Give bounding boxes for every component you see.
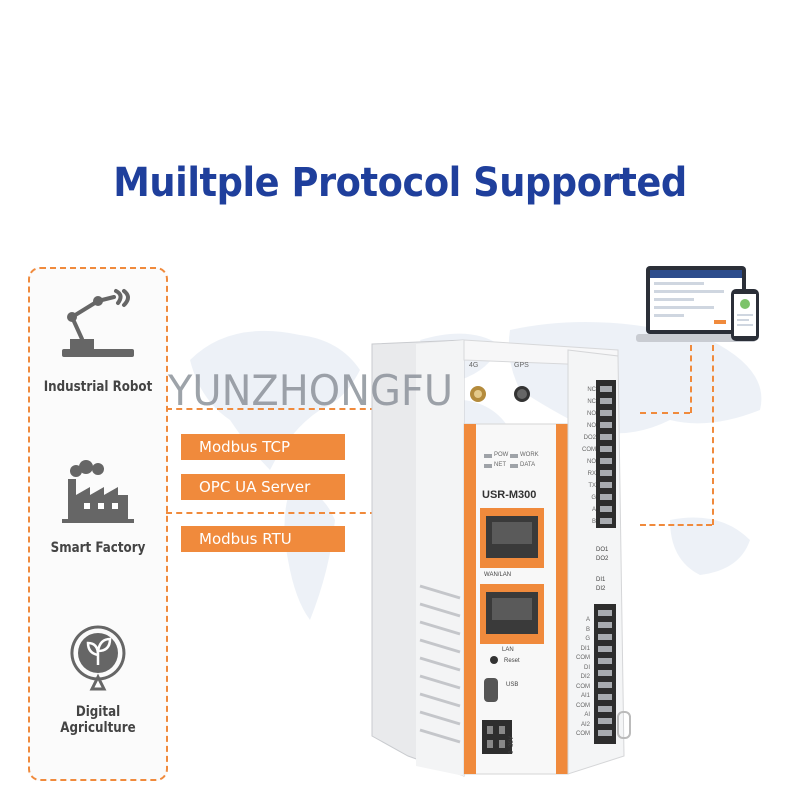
connector-line bbox=[640, 524, 712, 526]
page-title: Muiltple Protocol Supported bbox=[113, 160, 687, 206]
usb-port-label: USB bbox=[506, 682, 519, 688]
led-work-label: WORK bbox=[520, 452, 539, 458]
connector-line bbox=[640, 412, 690, 414]
led-net-label: NET bbox=[494, 462, 506, 468]
laptop-icon bbox=[636, 266, 756, 342]
antenna-4g-label: 4G bbox=[469, 362, 479, 369]
plant-location-icon bbox=[70, 625, 126, 691]
antenna-gps-label: GPS bbox=[514, 362, 529, 369]
smartphone-icon bbox=[731, 289, 759, 341]
connector-line bbox=[166, 512, 376, 514]
power-input-label: 9~36V bbox=[508, 736, 515, 754]
device-model-label: USR-M300 bbox=[482, 489, 537, 501]
watermark-text: YUNZHONGFU bbox=[168, 366, 454, 415]
connector-line bbox=[690, 345, 692, 413]
robot-arm-icon bbox=[62, 289, 134, 357]
connector-line bbox=[166, 408, 376, 410]
application-label-industrial-robot: Industrial Robot bbox=[43, 379, 153, 395]
wan-lan-port-label: WAN/LAN bbox=[484, 572, 512, 578]
application-label-smart-factory: Smart Factory bbox=[50, 540, 146, 556]
protocol-tag-modbus-rtu: Modbus RTU bbox=[181, 526, 345, 552]
led-pow-label: POW bbox=[494, 452, 509, 458]
protocol-tag-opc-ua: OPC UA Server bbox=[181, 474, 345, 500]
reset-button-label: Reset bbox=[504, 658, 520, 664]
factory-icon bbox=[62, 460, 134, 523]
led-data-label: DATA bbox=[520, 462, 536, 468]
protocol-tag-modbus-tcp: Modbus TCP bbox=[181, 434, 345, 460]
lan-port-label: LAN bbox=[502, 647, 514, 653]
application-label-digital-agriculture: Digital Agriculture bbox=[60, 704, 136, 736]
application-panel: Industrial Robot Smart Factory Digital A… bbox=[28, 267, 168, 781]
connector-line bbox=[712, 345, 714, 525]
usr-m300-device bbox=[371, 339, 631, 777]
